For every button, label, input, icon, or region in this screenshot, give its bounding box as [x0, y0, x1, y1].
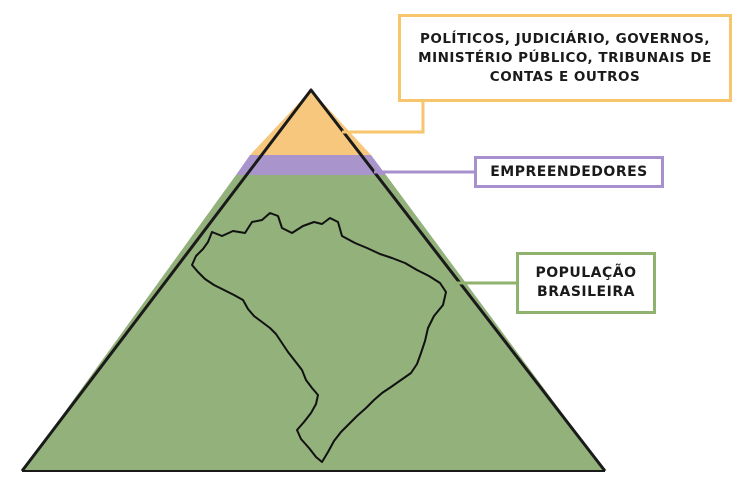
label-entrepreneurs-text: EMPREENDEDORES [490, 163, 648, 180]
label-government-line1: POLÍTICOS, JUDICIÁRIO, GOVERNOS, [419, 30, 711, 47]
pyramid-tier-top [250, 90, 371, 155]
label-government-line2: MINISTÉRIO PÚBLICO, TRIBUNAIS DE [418, 49, 712, 66]
pyramid-tier-base [22, 175, 605, 471]
label-government: POLÍTICOS, JUDICIÁRIO, GOVERNOS, MINISTÉ… [398, 14, 732, 102]
label-population-line2: BRASILEIRA [537, 284, 635, 300]
label-government-line3: CONTAS E OUTROS [489, 68, 641, 85]
label-entrepreneurs: EMPREENDEDORES [474, 156, 664, 188]
label-population: POPULAÇÃO BRASILEIRA [516, 252, 656, 314]
pyramid-outline [20, 88, 607, 472]
label-population-line1: POPULAÇÃO [535, 265, 637, 281]
connector-top [342, 100, 425, 134]
pyramid-tier-middle [236, 155, 386, 175]
brazil-map-outline-icon [191, 212, 447, 463]
